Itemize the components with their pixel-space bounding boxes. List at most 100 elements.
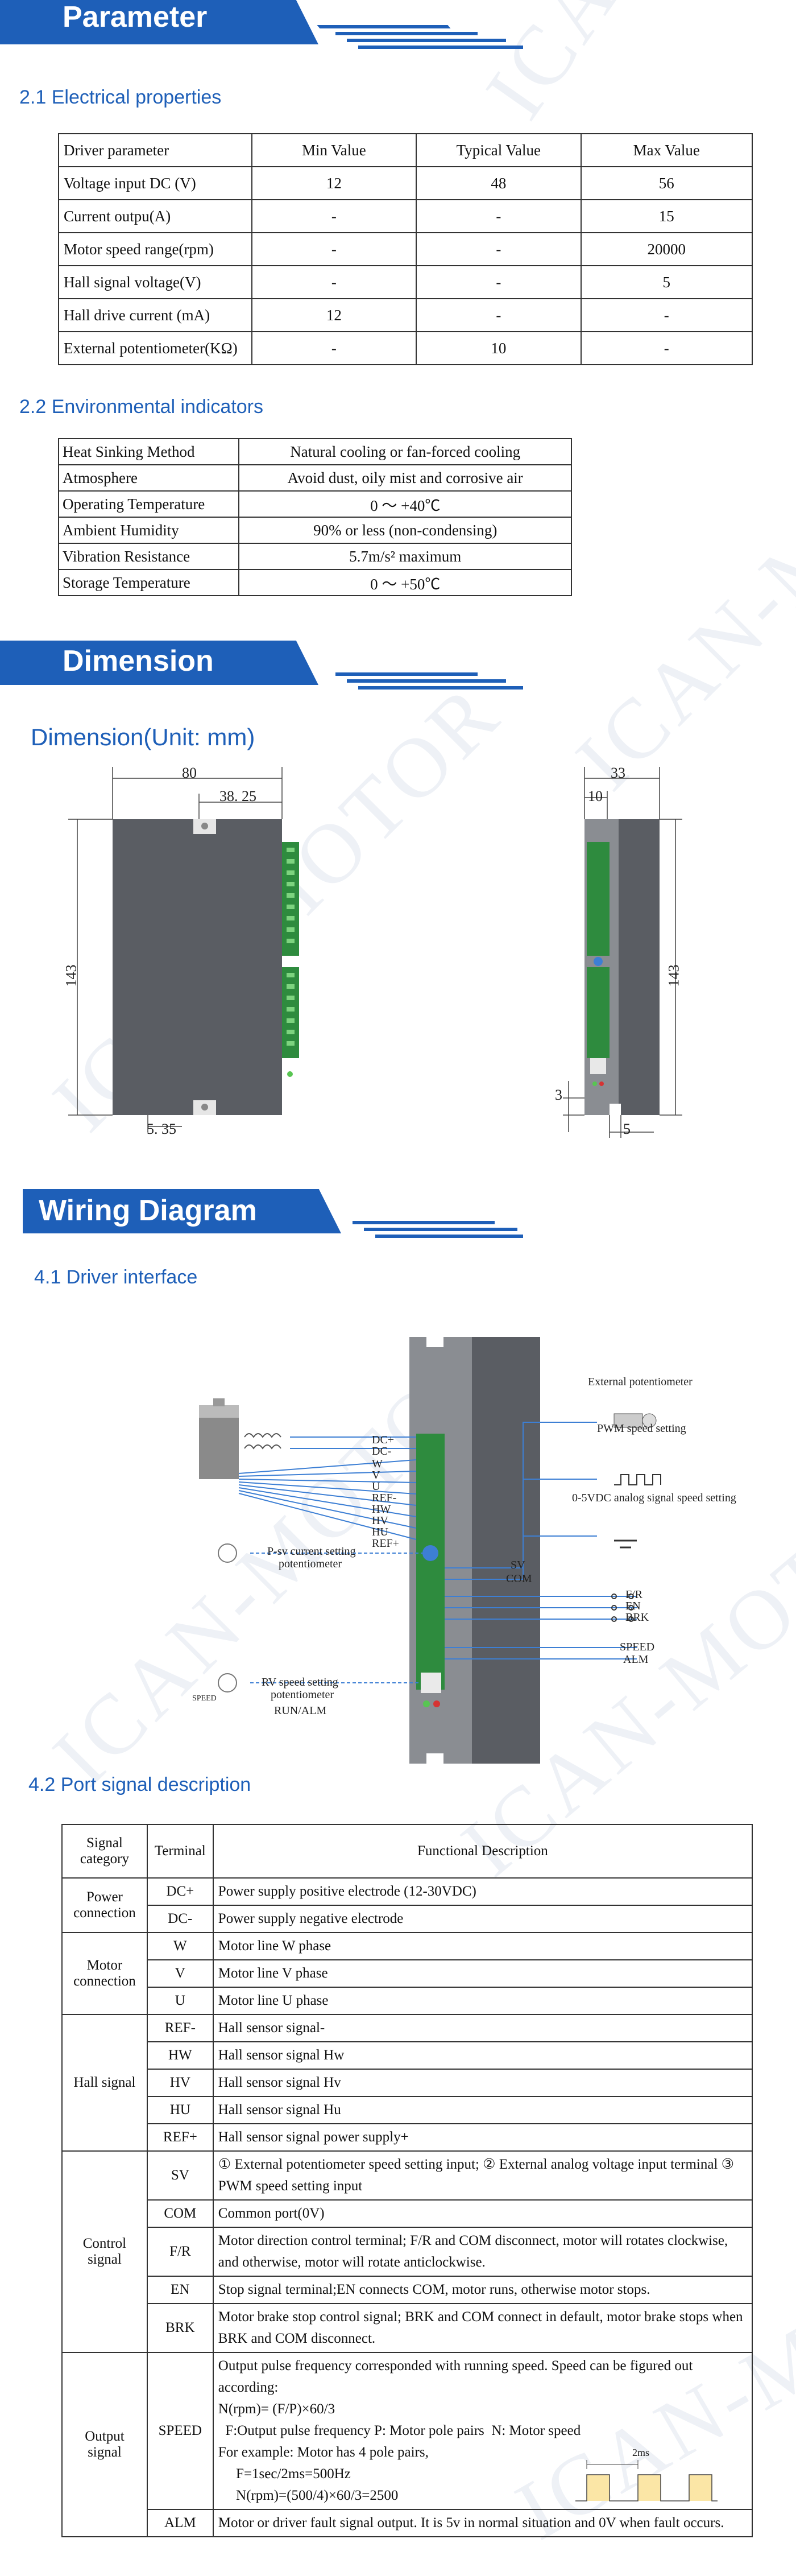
side-height-label: 143 [665, 964, 682, 987]
motor [199, 1417, 239, 1479]
category-cell: Hall signal [61, 2014, 148, 2152]
pulse-waveform [575, 2460, 718, 2501]
terminal-cell: REF+ [146, 2123, 214, 2152]
speed-line: For example: Motor has 4 pole pairs, [218, 2445, 429, 2460]
table-row: Hall signal voltage(V)--5 [58, 265, 753, 299]
cell: - [416, 199, 582, 233]
description-cell: Hall sensor signal- [212, 2014, 753, 2042]
terminal-label: F/R [625, 1588, 643, 1601]
table-row: Motor speed range(rpm)--20000 [58, 232, 753, 266]
table-header: Typical Value [416, 133, 582, 167]
cell: Ambient Humidity [57, 517, 240, 544]
description-cell: Common port(0V) [212, 2199, 753, 2228]
cell: 5.7m/s² maximum [238, 543, 572, 570]
terminal-label: DC- [372, 1445, 392, 1458]
speed-line: Output pulse frequency corresponded with… [218, 2358, 693, 2395]
cell: 5 [580, 265, 753, 299]
dimension-width-label: 80 [182, 765, 197, 781]
description-cell: ① External potentiometer speed setting i… [212, 2150, 753, 2201]
category-cell: Control signal [61, 2150, 148, 2353]
terminal-label: W [372, 1458, 383, 1470]
cell: Motor speed range(rpm) [58, 232, 252, 266]
category-cell: Output signal [61, 2352, 148, 2537]
cell: External potentiometer(KΩ) [58, 331, 252, 365]
description-cell: Motor brake stop control signal; BRK and… [212, 2303, 753, 2353]
cell: 20000 [580, 232, 753, 266]
terminal-label: EN [625, 1600, 641, 1612]
section-title: Dimension [63, 645, 214, 678]
cell: 10 [416, 331, 582, 365]
terminal-cell: BRK [146, 2303, 214, 2353]
terminal-label: COM [506, 1572, 532, 1585]
terminal-cell: EN [146, 2276, 214, 2304]
description-cell: Stop signal terminal;EN connects COM, mo… [212, 2276, 753, 2304]
wiring-heading: 4.1 Driver interface [34, 1266, 198, 1288]
dimension-height-label: 143 [63, 964, 80, 987]
cell: - [251, 265, 417, 299]
analog-label: 0-5VDC analog signal speed setting [572, 1492, 736, 1504]
terminal-cell: DC+ [146, 1877, 214, 1906]
ports-heading: 4.2 Port signal description [28, 1774, 251, 1795]
table-header: Max Value [580, 133, 753, 167]
side-offset-label: 10 [588, 788, 603, 804]
description-cell: Motor line W phase [212, 1932, 753, 1960]
category-cell: Motor connection [61, 1932, 148, 2015]
dimension-bottom-label: 5. 35 [147, 1121, 176, 1137]
cell: Current outpu(A) [58, 199, 252, 233]
description-cell: Power supply negative electrode [212, 1905, 753, 1933]
terminal-label: DC+ [372, 1434, 395, 1446]
description-cell: Hall sensor signal Hu [212, 2096, 753, 2124]
cell: 90% or less (non-condensing) [238, 517, 572, 544]
description-cell: Hall sensor signal Hw [212, 2041, 753, 2070]
description-cell: Power supply positive electrode (12-30VD… [212, 1877, 753, 1906]
terminal-label: REF- [372, 1492, 397, 1504]
terminal-cell: HW [146, 2041, 214, 2070]
section-banner-parameter: Parameter [0, 0, 523, 52]
terminal-cell: F/R [146, 2227, 214, 2277]
psv-potentiometer [422, 1545, 438, 1561]
cell: 48 [416, 166, 582, 200]
environment-heading: 2.2 Environmental indicators [19, 396, 264, 418]
terminal-label: HW [372, 1503, 391, 1516]
terminal-cell: W [146, 1932, 214, 1960]
dimension-heading: Dimension(Unit: mm) [31, 724, 255, 750]
cell: Vibration Resistance [57, 543, 240, 570]
cell: Voltage input DC (V) [58, 166, 252, 200]
front-view-drawing [68, 767, 299, 1132]
dimension-offset-label: 38. 25 [219, 788, 256, 804]
alm-led [433, 1700, 440, 1707]
cell: Storage Temperature [57, 569, 240, 596]
table-row: DC-Power supply negative electrode [62, 1905, 753, 1933]
table-header: Signal category [61, 1824, 148, 1879]
speed-line: F:Output pulse frequency P: Motor pole p… [218, 2423, 581, 2438]
speed-line: F=1sec/2ms=500Hz [218, 2466, 351, 2482]
table-header: Driver parameter [58, 133, 252, 167]
speed-line: N(rpm)= (F/P)×60/3 [218, 2401, 335, 2417]
table-row: Current outpu(A)--15 [58, 199, 753, 233]
cell: - [580, 298, 753, 332]
run-alm-label: RUN/ALM [274, 1704, 327, 1717]
psv-label: P-sv current setting [267, 1545, 356, 1558]
terminal-label: BRK [625, 1611, 649, 1624]
terminal-label: SV [511, 1559, 525, 1571]
table-header-row: Signal category Terminal Functional Desc… [61, 1824, 753, 1879]
cell: Natural cooling or fan-forced cooling [238, 438, 572, 465]
speed-line: N(rpm)=(500/4)×60/3=2500 [218, 2488, 399, 2503]
table-header-row: Driver parameter Min Value Typical Value… [58, 133, 753, 167]
description-cell: Motor or driver fault signal output. It … [212, 2509, 753, 2537]
section-banner-wiring: Wiring Diagram [0, 1189, 523, 1241]
